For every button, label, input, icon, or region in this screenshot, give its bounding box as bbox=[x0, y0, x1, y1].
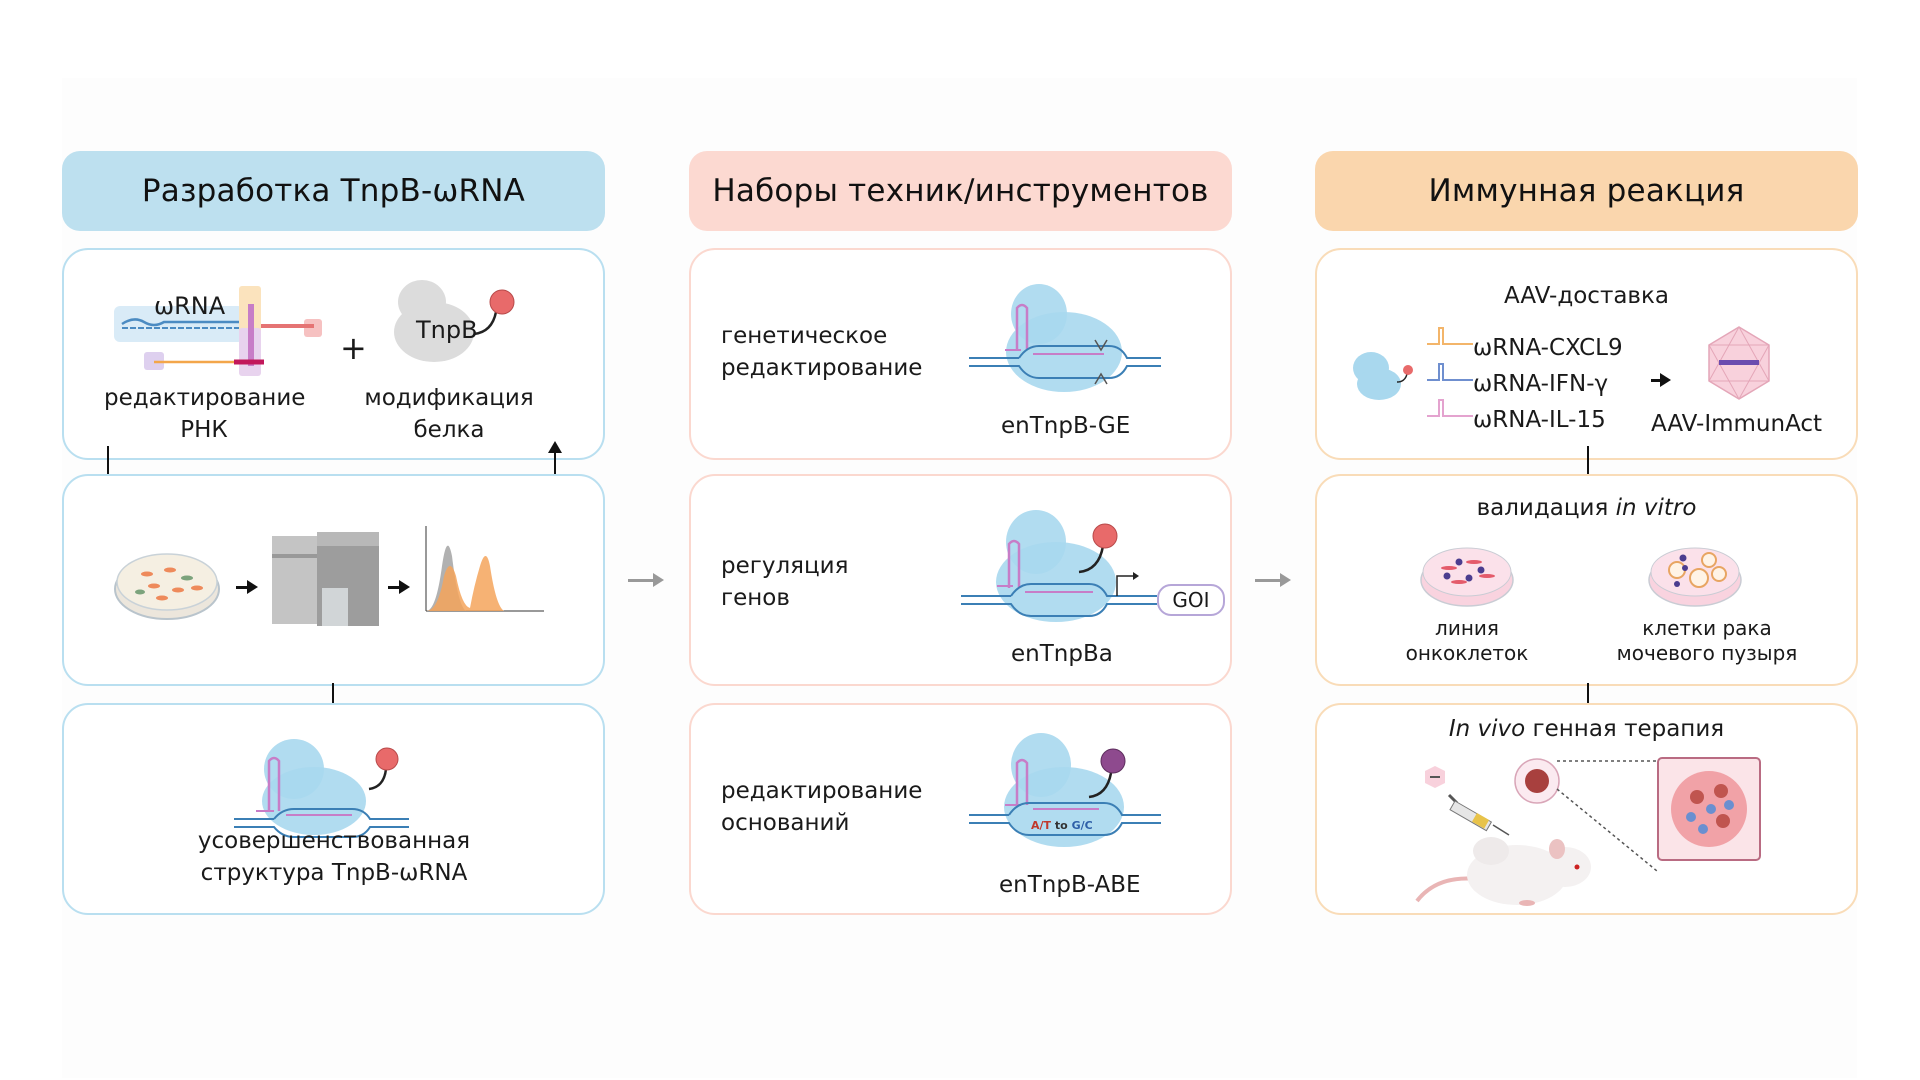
zoom-connector-lines bbox=[1556, 760, 1658, 872]
entnpb-ge-complex-icon bbox=[969, 284, 1161, 392]
tnpb-protein-icon bbox=[394, 280, 515, 362]
tool-name-activation: enTnpBa bbox=[1011, 641, 1113, 667]
column-header: Иммунная реакция bbox=[1315, 151, 1858, 231]
base-editing-label: редактирование оснований bbox=[721, 775, 922, 839]
in-vivo-heading: In vivo генная терапия bbox=[1317, 713, 1856, 745]
cancer-cell-line-caption-line2: онкоклеток bbox=[1405, 641, 1529, 665]
cancer-cell-line-caption-line1: линия bbox=[1435, 616, 1499, 640]
tnpb-protein-small-icon bbox=[1353, 352, 1413, 400]
mouse-icon bbox=[1415, 837, 1591, 906]
arrow-col1-to-col2 bbox=[628, 573, 664, 587]
gene-editing-label: генетическое редактирование bbox=[721, 320, 922, 384]
tumor-closeup-icon bbox=[1514, 758, 1560, 804]
in-vitro-heading-italic: in vitro bbox=[1615, 495, 1697, 521]
in-vitro-heading: валидация in vitro bbox=[1317, 492, 1856, 524]
gene-editing-label-line2: редактирование bbox=[721, 355, 923, 381]
entnpba-complex-icon bbox=[961, 510, 1157, 622]
wrna-ifn-gamma: ωRNA-IFN-γ bbox=[1473, 371, 1609, 397]
gene-regulation-label-line1: регуляция bbox=[721, 553, 849, 579]
in-vitro-heading-plain: валидация bbox=[1476, 495, 1609, 521]
protein-modification-caption-line1: модификация bbox=[364, 385, 534, 411]
bladder-cancer-caption-line1: клетки рака bbox=[1642, 616, 1772, 640]
wrna-structure-icon bbox=[114, 286, 322, 376]
column-header: Наборы техник/инструментов bbox=[689, 151, 1232, 231]
arrow-right-icon bbox=[388, 580, 410, 594]
panel-screening-workflow bbox=[62, 474, 605, 686]
base-conversion-to-word: to bbox=[1054, 819, 1068, 832]
wrna-cxcl9: ωRNA-CXCL9 bbox=[1473, 335, 1623, 361]
column-title: Разработка TnpB-ωRNA bbox=[141, 173, 526, 209]
aav-capsid-icon bbox=[1708, 326, 1770, 400]
base-conversion-from: A/T bbox=[1031, 819, 1052, 832]
tool-name-ge: enTnpB-GE bbox=[1001, 413, 1131, 439]
panel-rna-protein-engineering: ωRNA + TnpB редактирование РНК модификац… bbox=[62, 248, 605, 460]
rna-editing-caption-line1: редактирование bbox=[104, 385, 306, 411]
wrna-il-15: ωRNA-IL-15 bbox=[1473, 407, 1606, 433]
base-editing-label-line1: редактирование bbox=[721, 778, 923, 804]
plus-sign: + bbox=[340, 329, 367, 367]
bladder-cancer-caption: клетки рака мочевого пузыря bbox=[1587, 616, 1827, 666]
panel-aav-delivery: AAV-доставка ωRNA-CXCL9 ωRNA-IFN-γ ωRNA-… bbox=[1315, 248, 1858, 460]
arrow-up-to-engineering bbox=[548, 441, 562, 491]
syringe-icon bbox=[1447, 793, 1510, 836]
arrow-right-icon bbox=[1651, 373, 1671, 387]
panel-in-vivo-therapy: In vivo генная терапия bbox=[1315, 703, 1858, 915]
entnpb-abe-complex-icon bbox=[969, 733, 1161, 847]
base-conversion-to: G/C bbox=[1071, 819, 1093, 832]
bladder-cancer-dish-icon bbox=[1648, 547, 1742, 607]
improved-structure-caption-line2: структура TnpB-ωRNA bbox=[200, 860, 468, 886]
arrow-right-icon bbox=[236, 580, 258, 594]
histogram-plot-icon bbox=[425, 526, 544, 612]
bladder-cancer-caption-line2: мочевого пузыря bbox=[1616, 641, 1798, 665]
panel-base-editing: редактирование оснований A/T to G/C enTn… bbox=[689, 703, 1232, 915]
rna-editing-caption: редактирование РНК bbox=[104, 382, 306, 446]
tool-name-abe: enTnpB-ABE bbox=[999, 872, 1141, 898]
column-header: Разработка TnpB-ωRNA bbox=[62, 151, 605, 231]
improved-structure-caption-line1: усовершенствованная bbox=[197, 828, 471, 854]
petri-dish-icon bbox=[114, 553, 220, 620]
in-vivo-heading-italic: In vivo bbox=[1448, 716, 1526, 742]
rna-editing-caption-line2: РНК bbox=[180, 417, 228, 443]
panel-gene-editing: генетическое редактирование enTnpB-GE bbox=[689, 248, 1232, 460]
aav-particle-small-icon bbox=[1425, 766, 1445, 788]
goi-badge: GOI bbox=[1157, 584, 1225, 616]
gene-regulation-label: регуляция генов bbox=[721, 550, 848, 614]
aav-immunact-label: AAV-ImmunAct bbox=[1651, 411, 1823, 437]
column-toolkits: Наборы техник/инструментов генетическое … bbox=[689, 151, 1232, 915]
panel-in-vitro-validation: валидация in vitro линия онкоклеток кл bbox=[1315, 474, 1858, 686]
improved-structure-caption: усовершенствованная структура TnpB-ωRNA bbox=[124, 825, 544, 889]
arrow-col2-to-col3 bbox=[1255, 573, 1291, 587]
gene-editing-label-line1: генетическое bbox=[721, 323, 888, 349]
protein-modification-caption: модификация белка bbox=[364, 382, 534, 446]
base-conversion-label: A/T to G/C bbox=[1031, 819, 1093, 832]
wrna-list: ωRNA-CXCL9 ωRNA-IFN-γ ωRNA-IL-15 bbox=[1473, 330, 1623, 438]
panel-gene-regulation: регуляция генов GOI enTnpBa bbox=[689, 474, 1232, 686]
goi-label: GOI bbox=[1172, 588, 1210, 612]
panel-improved-structure: усовершенствованная структура TnpB-ωRNA bbox=[62, 703, 605, 915]
flow-cytometer-icon bbox=[272, 532, 379, 626]
enhanced-tnpb-complex-icon bbox=[234, 739, 409, 838]
cancer-cell-line-dish-icon bbox=[1420, 547, 1514, 607]
tumor-microenvironment-icon bbox=[1657, 757, 1761, 861]
aav-delivery-heading: AAV-доставка bbox=[1504, 283, 1669, 309]
cancer-cell-line-caption: линия онкоклеток bbox=[1377, 616, 1557, 666]
wrna-label: ωRNA bbox=[154, 292, 226, 320]
protein-modification-caption-line2: белка bbox=[413, 417, 485, 443]
gene-regulation-label-line2: генов bbox=[721, 585, 790, 611]
column-immune-response: Иммунная реакция AAV-доставка ωRNA-CXCL9… bbox=[1315, 151, 1858, 915]
tnpb-label: TnpB bbox=[416, 316, 478, 344]
column-title: Наборы техник/инструментов bbox=[712, 173, 1209, 209]
column-title: Иммунная реакция bbox=[1428, 173, 1745, 209]
in-vivo-heading-plain: генная терапия bbox=[1532, 716, 1725, 742]
column-tnpb-development: Разработка TnpB-ωRNA ωRNA + TnpB редакти… bbox=[62, 151, 605, 915]
base-editing-label-line2: оснований bbox=[721, 810, 850, 836]
wrna-guides-icon bbox=[1427, 327, 1473, 417]
